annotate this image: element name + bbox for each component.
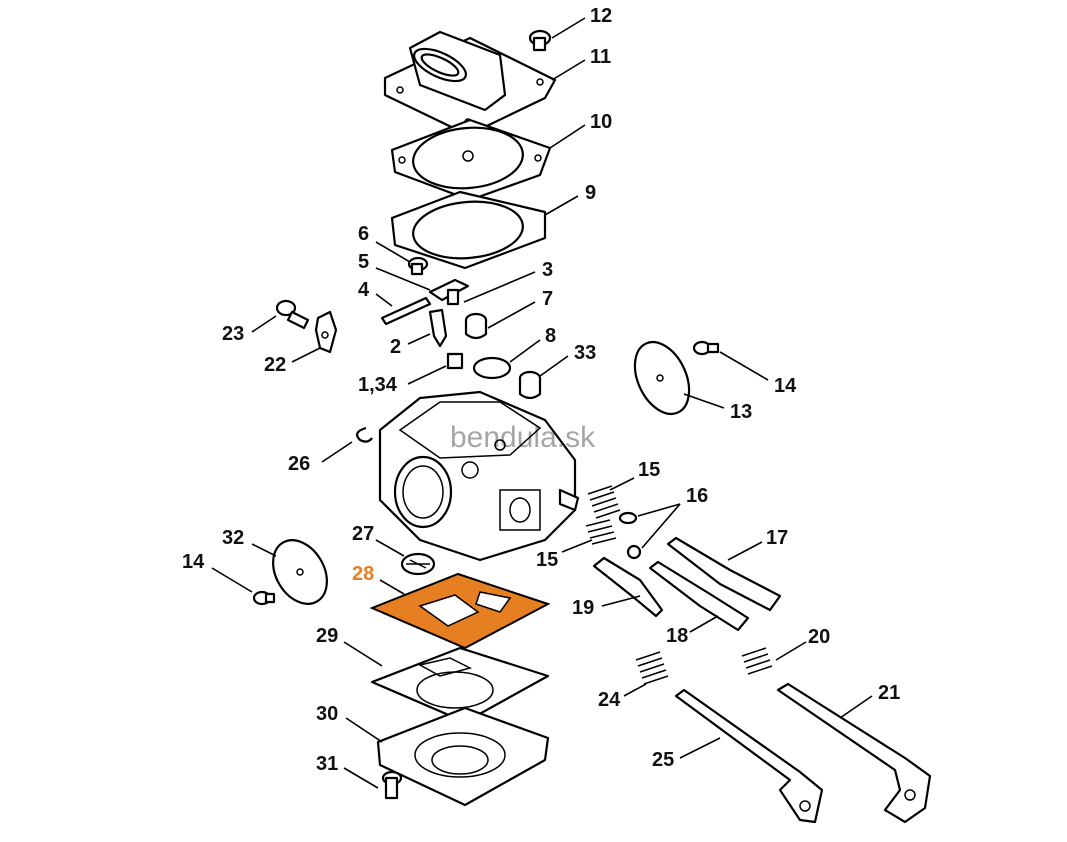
label-15-upper: 15	[638, 459, 660, 481]
label-7: 7	[542, 288, 553, 310]
part-23-screw	[275, 299, 310, 330]
label-21: 21	[878, 682, 900, 704]
part-2-needle	[428, 308, 448, 348]
part-3-lever	[428, 278, 470, 306]
label-30: 30	[316, 703, 338, 725]
label-10: 10	[590, 111, 612, 133]
part-15-spring-lower	[585, 519, 617, 545]
label-28-highlighted: 28	[352, 563, 374, 585]
part-1-34-valve	[446, 352, 464, 370]
part-28-gasket-highlighted	[369, 572, 551, 650]
label-33: 33	[574, 342, 596, 364]
label-18: 18	[666, 625, 688, 647]
label-14-right: 14	[774, 375, 797, 397]
part-30-pump-cover	[376, 706, 550, 807]
part-14-screw-right	[692, 340, 720, 356]
label-26: 26	[288, 453, 310, 475]
label-16: 16	[686, 485, 708, 507]
carburetor-body	[378, 390, 580, 562]
label-1-34: 1,34	[358, 374, 398, 396]
part-33-sleeve	[518, 370, 542, 400]
part-22-bracket	[314, 310, 338, 354]
label-17: 17	[766, 527, 788, 549]
part-14-screw-left	[252, 590, 276, 606]
part-16-o-ring-lower	[626, 544, 642, 560]
part-17-screw	[666, 536, 782, 612]
label-31: 31	[316, 753, 338, 775]
part-26-circlip	[356, 426, 373, 443]
part-24-spring	[635, 651, 669, 685]
label-15-lower: 15	[536, 549, 558, 571]
leader-lines	[211, 17, 873, 789]
label-3: 3	[542, 259, 553, 281]
label-12: 12	[590, 5, 612, 27]
part-11-cover	[383, 30, 557, 137]
label-27: 27	[352, 523, 374, 545]
part-19-screw	[592, 556, 664, 618]
part-labels: 12 11 10 9 6 5 3 4 7 23 22 2 8 33 1,34 1…	[182, 5, 900, 775]
label-5: 5	[358, 251, 369, 273]
part-29-diaphragm	[370, 646, 550, 724]
label-13: 13	[730, 401, 752, 423]
part-12-screw	[528, 29, 552, 52]
part-20-spring	[741, 647, 773, 675]
label-6: 6	[358, 223, 369, 245]
label-29: 29	[316, 625, 338, 647]
part-31-screw	[381, 770, 403, 800]
part-4-pin	[380, 296, 432, 326]
part-18-screw	[648, 560, 750, 632]
part-32-shutter	[272, 539, 328, 605]
part-7-cap	[464, 312, 488, 340]
label-19: 19	[572, 597, 594, 619]
part-10-diaphragm	[390, 118, 552, 202]
label-11: 11	[590, 46, 611, 68]
label-4: 4	[358, 279, 370, 301]
watermark-text: bendula.sk	[450, 421, 596, 454]
part-16-o-ring-upper	[618, 511, 638, 525]
label-32: 32	[222, 527, 244, 549]
label-9: 9	[585, 182, 596, 204]
part-21-shaft	[776, 682, 932, 824]
part-6-screw	[407, 256, 429, 276]
part-15-spring-upper	[587, 485, 621, 519]
part-25-shaft	[674, 688, 824, 824]
part-8-disc	[472, 356, 512, 380]
part-27-strainer	[400, 552, 436, 576]
label-24: 24	[598, 689, 621, 711]
label-2: 2	[390, 336, 401, 358]
label-22: 22	[264, 354, 286, 376]
label-14-left: 14	[182, 551, 205, 573]
part-13-shutter	[633, 340, 691, 416]
label-23: 23	[222, 323, 244, 345]
label-25: 25	[652, 749, 674, 771]
label-8: 8	[545, 325, 556, 347]
part-9-gasket	[390, 190, 547, 270]
label-20: 20	[808, 626, 830, 648]
